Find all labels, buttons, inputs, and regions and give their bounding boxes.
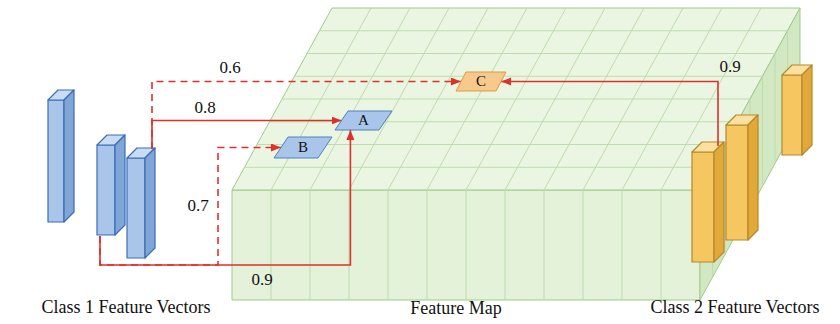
similarity-score: 0.9 <box>251 270 272 289</box>
class1-vectors-part <box>97 145 115 235</box>
similarity-score: 0.7 <box>187 196 208 215</box>
class2-vectors-part <box>692 152 714 262</box>
caption: Feature Map <box>410 298 501 319</box>
class2-vectors <box>692 65 812 262</box>
similarity-arrow <box>100 130 350 265</box>
cell-label: B <box>298 140 308 155</box>
class1-vectors-part <box>115 135 125 235</box>
feature-map: Feature MapABC <box>230 6 802 302</box>
feature-cell: C <box>456 72 506 91</box>
class2-vectors-part <box>748 115 758 240</box>
similarity-arrow <box>501 82 718 147</box>
cell-label: A <box>358 113 369 128</box>
feature-map-block <box>232 8 800 300</box>
similarity-score: 0.6 <box>219 58 240 77</box>
class2-vectors-part <box>726 125 748 240</box>
class1-vectors-part <box>127 158 145 258</box>
caption: Class 2 Feature Vectors <box>650 297 819 318</box>
class1-vectors-part <box>64 90 74 222</box>
feature-cell: A <box>335 111 392 130</box>
class2-vectors-part <box>802 65 812 155</box>
class2-vectors-part <box>714 142 724 262</box>
class1-vectors-part <box>145 148 155 258</box>
similarity-arrow <box>100 148 281 266</box>
cell-label: C <box>476 74 486 89</box>
similarity-score: 0.9 <box>719 57 740 76</box>
class1-vectors <box>48 90 155 258</box>
class2-vectors-part <box>782 75 802 155</box>
feature-map-block-part <box>245 8 788 300</box>
feature-vector-group: Class 2 Feature Vectors <box>690 63 814 264</box>
cell-outline <box>274 137 332 158</box>
similarity-score: 0.8 <box>194 98 215 117</box>
class1-vectors-part <box>48 100 64 222</box>
cell-outline <box>456 72 506 91</box>
feature-cell: B <box>274 137 332 158</box>
feature-vector-group: Class 1 Feature Vectors <box>46 88 158 260</box>
caption: Class 1 Feature Vectors <box>41 297 210 318</box>
cell-outline <box>335 111 392 130</box>
